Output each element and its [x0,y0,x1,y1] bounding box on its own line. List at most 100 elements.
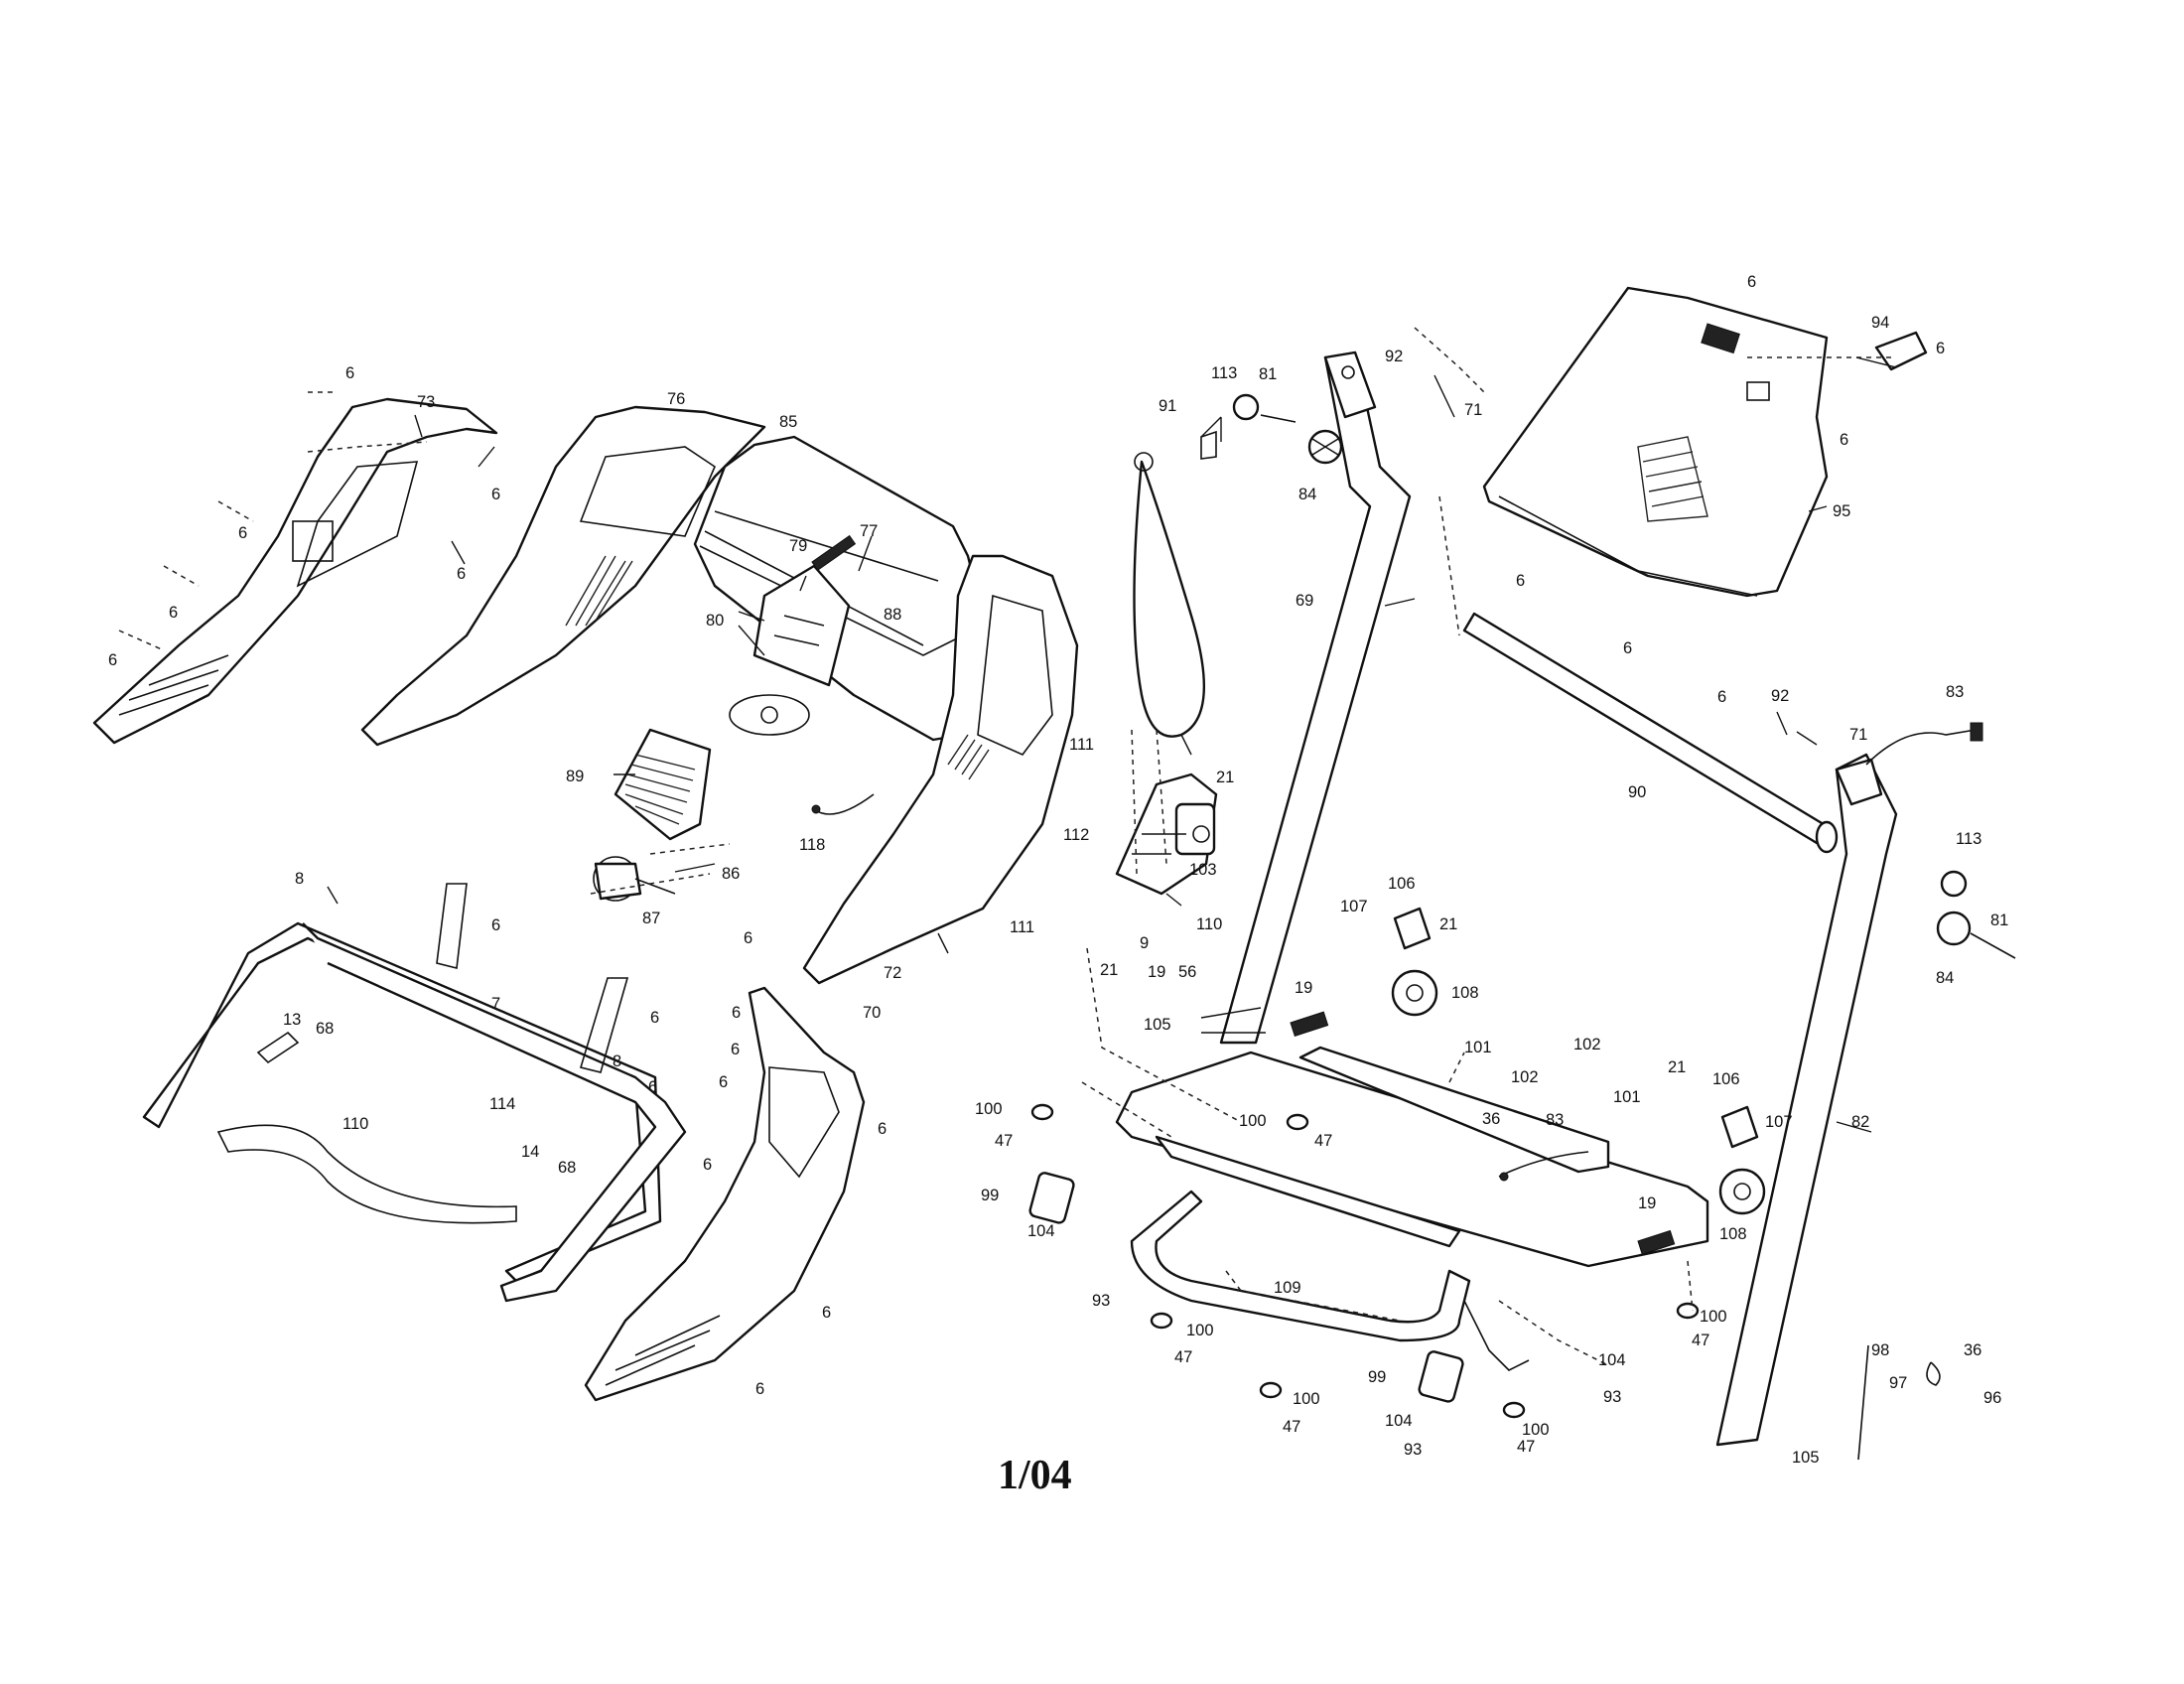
callout-label: 47 [1517,1438,1535,1456]
callout-label: 6 [731,1041,740,1058]
callout-label: 100 [1186,1322,1214,1339]
callout-label: 112 [1063,826,1089,844]
callout-label: 86 [722,865,740,883]
console-95 [1482,286,1829,598]
callout-label: 100 [1239,1112,1267,1130]
pulley-84-right [1936,870,2016,959]
callout-label: 118 [799,836,825,854]
callout-label: 9 [1140,934,1149,952]
callout-label: 73 [417,393,435,411]
callout-label: 6 [732,1004,741,1022]
callout-label: 97 [1889,1374,1907,1392]
wire-harness-83-center [1498,1151,1589,1182]
callout-label: 80 [706,612,724,630]
assembly-guide-lines [118,327,1896,1366]
callout-label: 98 [1871,1341,1889,1359]
callout-label: 6 [878,1120,887,1138]
callout-label: 6 [1717,688,1726,706]
callout-label: 68 [316,1020,334,1038]
callout-label: 106 [1388,875,1416,893]
callout-label: 92 [1385,348,1403,365]
revision-date-label: 1/04 [998,1453,1072,1498]
callout-label: 106 [1712,1070,1740,1088]
right-upright-82 [1715,753,1898,1447]
motor-hood-89 [614,728,712,841]
callout-label: 87 [642,910,660,927]
callout-label: 88 [884,606,901,624]
callout-label: 13 [283,1011,301,1029]
callout-label: 99 [1368,1368,1386,1386]
callout-label: 83 [1546,1111,1564,1129]
base-frame-7 [142,883,687,1303]
callout-label: 36 [1482,1110,1500,1128]
callout-label: 100 [1700,1308,1727,1326]
callout-label: 95 [1833,502,1850,520]
callout-label: 14 [521,1143,539,1161]
callout-label: 36 [1964,1341,1981,1359]
callout-label: 21 [1216,769,1234,786]
callout-label: 81 [1259,365,1277,383]
callout-label: 84 [1298,486,1316,503]
callout-label: 6 [1747,273,1756,291]
callout-label: 71 [1464,401,1482,419]
callout-label: 102 [1573,1036,1601,1053]
callout-label: 76 [667,390,685,408]
callout-label: 6 [457,565,466,583]
main-frame [1115,1011,1709,1371]
callout-label: 6 [648,1078,657,1096]
callout-label: 79 [789,537,807,555]
callout-label: 72 [884,964,901,982]
drive-belt-91 [1133,430,1217,738]
callout-label: 105 [1792,1449,1820,1467]
fan-87 [593,856,676,902]
callout-label: 6 [345,364,354,382]
callout-label: 99 [981,1187,999,1204]
tether-97-98 [1857,1344,1941,1461]
callout-label: 91 [1159,397,1176,415]
callout-leaders [327,356,1897,1133]
callout-label: 47 [1174,1348,1192,1366]
callout-label: 69 [1296,592,1313,610]
callout-label: 6 [491,916,500,934]
callout-label: 104 [1598,1351,1626,1369]
callout-label: 6 [169,604,178,622]
callout-label: 6 [719,1073,728,1091]
callout-label: 21 [1439,915,1457,933]
motor-112 [1115,772,1218,896]
callout-label: 110 [1196,915,1222,933]
callout-label: 94 [1871,314,1889,332]
callout-label: 104 [1027,1222,1055,1240]
callout-label: 19 [1148,963,1165,981]
callout-label: 6 [1840,431,1848,449]
callout-label: 108 [1451,984,1479,1002]
callout-label: 6 [755,1380,764,1398]
callout-label: 6 [1936,340,1945,357]
callout-label: 103 [1189,861,1217,879]
callout-label: 6 [1516,572,1525,590]
callout-label: 105 [1144,1016,1171,1034]
callout-label: 111 [1010,918,1034,936]
left-upright-69 [1219,351,1412,1045]
callout-label: 85 [779,413,797,431]
roller-90 [1462,612,1839,854]
callout-label: 47 [995,1132,1013,1150]
callout-label: 8 [295,870,304,888]
callout-label: 93 [1092,1292,1110,1310]
pulley-84-left [1232,393,1343,465]
callout-label: 113 [1211,364,1237,382]
callout-label: 70 [863,1004,881,1022]
side-rail-72 [802,554,1079,985]
rollers-108-106 [1391,907,1766,1215]
callout-label: 107 [1765,1113,1793,1131]
callout-label: 93 [1404,1441,1422,1459]
callout-label: 89 [566,768,584,785]
callout-label: 6 [108,651,117,669]
callout-label: 110 [342,1115,368,1133]
callout-label: 21 [1668,1058,1686,1076]
callout-label: 104 [1385,1412,1413,1430]
callout-label: 6 [703,1156,712,1174]
callout-label: 47 [1283,1418,1300,1436]
callout-label: 108 [1719,1225,1747,1243]
callout-label: 19 [1295,979,1312,997]
